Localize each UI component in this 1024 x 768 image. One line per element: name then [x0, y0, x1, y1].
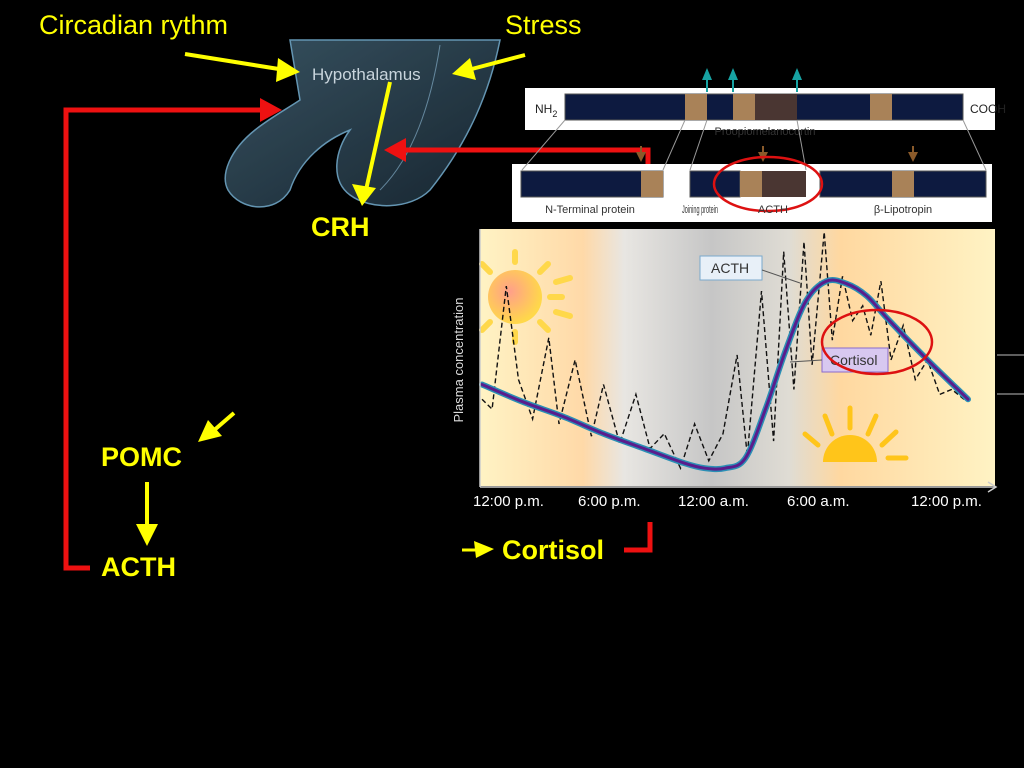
- x-tick-label: 12:00 p.m.: [911, 493, 982, 510]
- pomc-name-label: Proopiomelanocortin: [715, 126, 816, 138]
- acth-callout-pointer: [761, 269, 801, 284]
- x-tick-label: 12:00 a.m.: [678, 493, 749, 510]
- x-tick-label: 12:00 p.m.: [473, 493, 544, 510]
- acth-callout-label: ACTH: [711, 260, 749, 276]
- y-axis-label: Plasma concentration: [451, 297, 466, 422]
- x-axis-arrow-icon: [987, 481, 998, 493]
- fragment-label: β-Lipotropin: [874, 204, 932, 216]
- acth-feedback-arrowhead: [260, 98, 282, 122]
- fragment-arrow-icon: [908, 152, 918, 162]
- acth-highlight-ellipse: [712, 155, 824, 213]
- acth-fragment: [762, 171, 806, 197]
- cortisol-arrowhead: [474, 541, 494, 558]
- sun-icon: [479, 249, 573, 345]
- cortisol-callout-label: Cortisol: [830, 352, 877, 368]
- acth-series-line: [480, 278, 970, 471]
- nh2-label: NH2: [535, 102, 557, 119]
- hypothalamus-to-crh-arrow: [364, 81, 392, 191]
- fragment-label: Joining protein: [682, 204, 718, 216]
- cortisol-highlight-ellipse: [820, 308, 934, 376]
- fragment-label: ACTH: [758, 204, 788, 216]
- acth-label: ACTH: [101, 552, 176, 582]
- cortisol-feedback-arrowhead: [384, 138, 406, 162]
- pomc-acth-segment: [755, 94, 797, 120]
- circadian-arrow: [184, 52, 286, 72]
- acth-feedback-line: [63, 107, 262, 571]
- pomc-protein-diagram: NH2 COOH Proopiomelanocortin N-Terminal …: [512, 68, 1006, 222]
- fragment-label: N-Terminal protein: [545, 204, 635, 216]
- circadian-arrowhead: [276, 58, 300, 82]
- stress-arrow: [467, 53, 526, 72]
- acth-callout-box: [699, 255, 763, 281]
- acth-arrowhead: [136, 524, 158, 546]
- pomc-segment: [870, 94, 892, 120]
- rising-sun-icon: [802, 405, 909, 462]
- circadian-rhythm-label: Circadian rythm: [39, 10, 229, 40]
- n-terminal-fragment: [520, 170, 664, 198]
- crh-arrowhead: [352, 184, 376, 206]
- cortisol-label: Cortisol: [502, 535, 605, 565]
- stress-label: Stress: [505, 10, 582, 40]
- cooh-label: COOH: [970, 102, 1006, 116]
- hypothalamus-illustration: [224, 39, 501, 208]
- cortisol-callout-pointer: [789, 359, 823, 363]
- pomc-segment: [685, 94, 707, 120]
- cortisol-bracket: [624, 522, 653, 553]
- crh-label: CRH: [311, 212, 370, 242]
- hypothalamus-label: Hypothalamus: [312, 65, 421, 84]
- fragment-arrow-icon: [636, 152, 646, 162]
- pomc-arrowhead: [198, 420, 222, 442]
- yellow-arrows: [136, 52, 526, 558]
- pomc-segment: [733, 94, 755, 120]
- pomc-label: POMC: [101, 442, 182, 472]
- x-tick-label: 6:00 a.m.: [787, 493, 850, 510]
- x-tick-label: 6:00 p.m.: [578, 493, 641, 510]
- stress-arrowhead: [452, 58, 476, 80]
- circadian-chart: ACTH Cortisol Plasma concentration: [451, 229, 1024, 493]
